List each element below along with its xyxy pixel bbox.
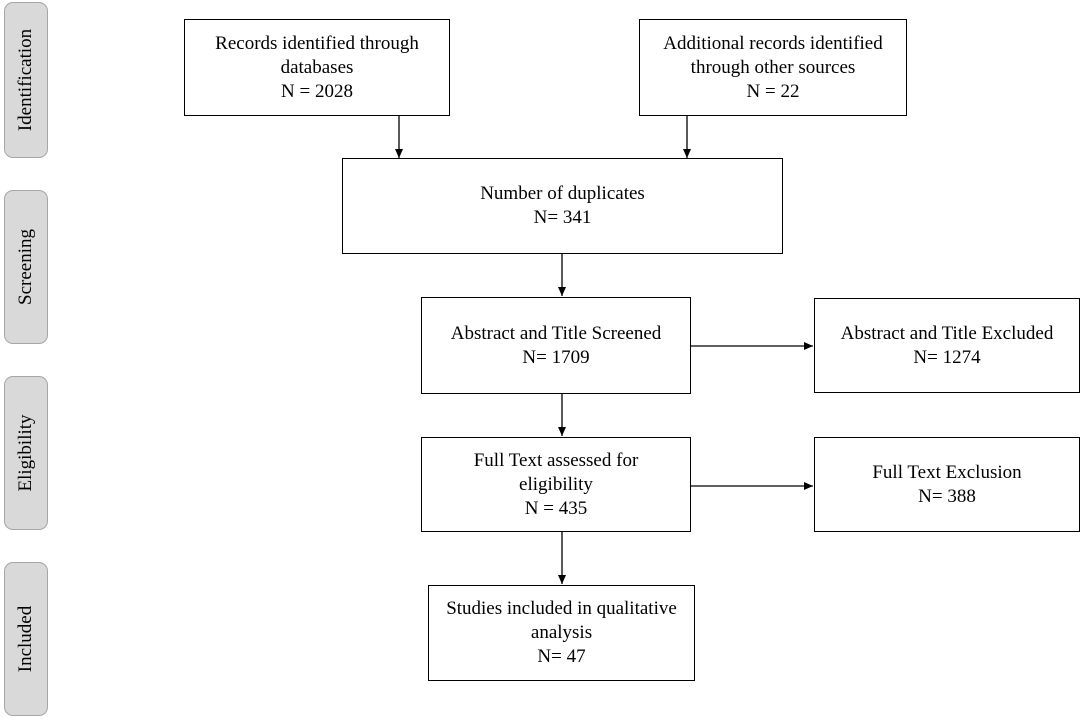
studies-included-count: N= 47	[537, 646, 586, 667]
phase-screening: Screening	[4, 190, 48, 344]
box-duplicates: Number of duplicates N= 341	[342, 158, 783, 254]
records-databases-line2: databases	[280, 56, 354, 78]
additional-records-count: N = 22	[746, 80, 800, 102]
full-text-exclusion-count: N= 388	[918, 485, 976, 507]
abstract-screened-label: Abstract and Title Screened	[450, 322, 662, 344]
duplicates-label: Number of duplicates	[480, 183, 645, 204]
full-text-assessed-line2: eligibility	[519, 473, 593, 495]
full-text-assessed-count: N = 435	[524, 497, 588, 519]
records-databases-count: N = 2028	[281, 80, 353, 102]
abstract-screened-count: N= 1709	[522, 346, 590, 368]
full-text-exclusion-label: Full Text Exclusion	[872, 461, 1022, 483]
box-abstract-screened: Abstract and Title Screened N= 1709	[421, 297, 691, 394]
box-full-text-assessed: Full Text assessed for eligibility N = 4…	[421, 437, 691, 532]
box-additional-records: Additional records identified through ot…	[639, 19, 907, 116]
phase-identification: Identification	[4, 2, 48, 158]
box-records-databases: Records identified through databases N =…	[184, 19, 450, 116]
box-studies-included: Studies included in qualitative analysis…	[428, 585, 695, 681]
additional-records-line2: through other sources	[690, 56, 856, 78]
box-abstract-excluded: Abstract and Title Excluded N= 1274	[814, 298, 1080, 393]
studies-included-line1: Studies included in qualitative	[446, 598, 677, 619]
box-full-text-exclusion: Full Text Exclusion N= 388	[814, 437, 1080, 532]
additional-records-line1: Additional records identified	[663, 32, 883, 54]
abstract-excluded-label: Abstract and Title Excluded	[840, 322, 1054, 344]
abstract-excluded-count: N= 1274	[913, 346, 981, 368]
phase-included: Included	[4, 562, 48, 716]
full-text-assessed-line1: Full Text assessed for	[473, 449, 639, 471]
phase-eligibility: Eligibility	[4, 376, 48, 530]
duplicates-count: N= 341	[533, 207, 592, 228]
records-databases-line1: Records identified through	[215, 32, 419, 54]
studies-included-line2: analysis	[530, 622, 593, 643]
